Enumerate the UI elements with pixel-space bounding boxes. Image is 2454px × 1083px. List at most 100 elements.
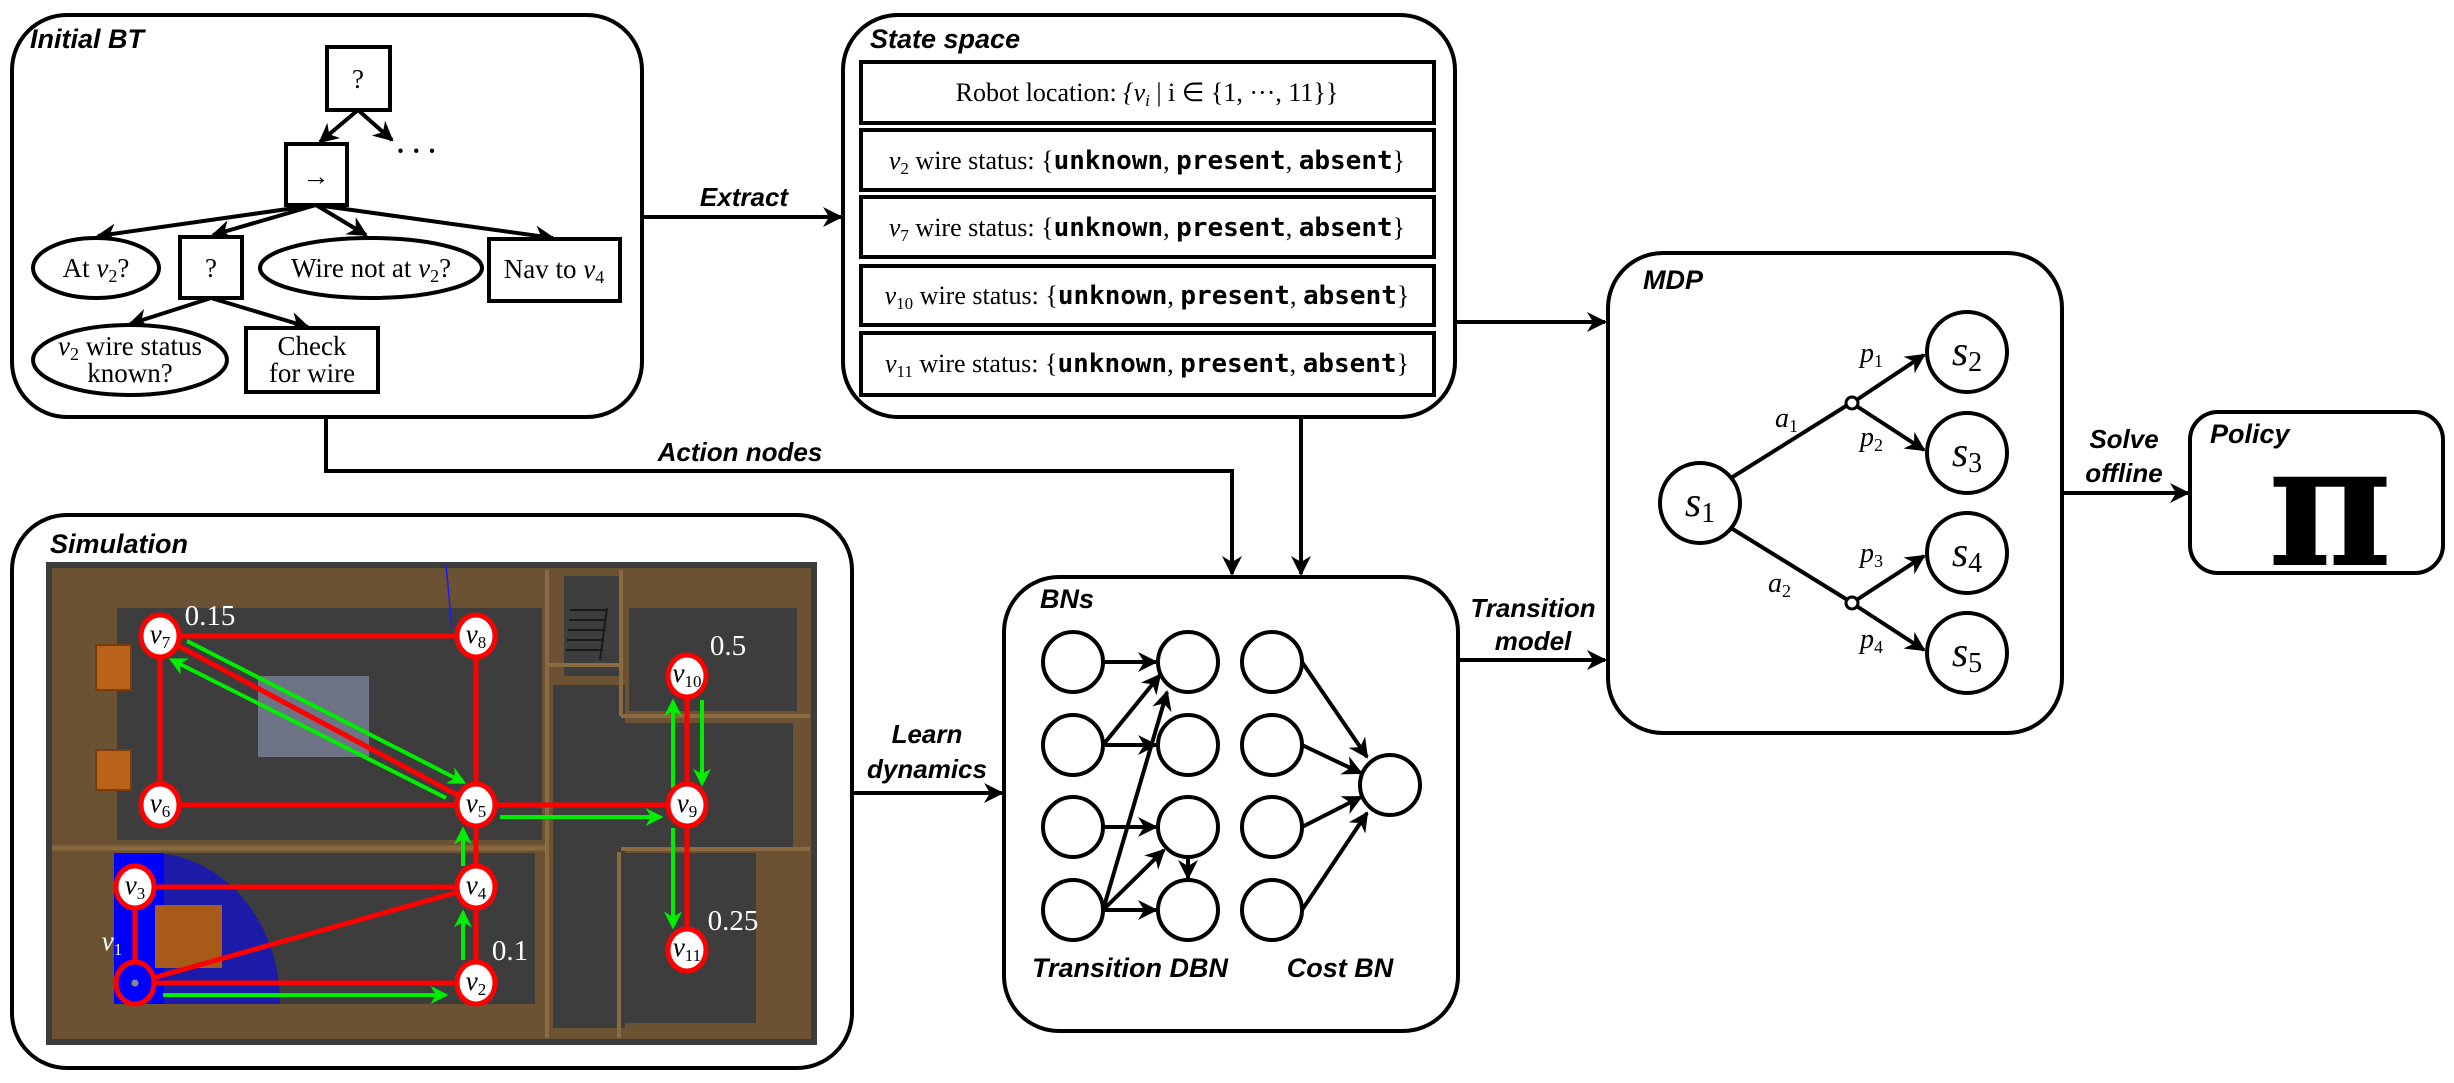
label-dynamics: dynamics [867, 754, 987, 784]
mdp-panel: MDP s1 s2 s3 s4 s5 a1 a2 p1 p2 p3 p4 [1606, 251, 2064, 735]
bt-condition-wire-not-at-v2 [258, 236, 484, 300]
svg-text:v2: v2 [466, 966, 486, 999]
bt-condition-at-v2-text: At v2? [63, 253, 130, 286]
prob-label-v2: 0.1 [492, 935, 528, 967]
bt-sequence-label: → [303, 161, 330, 191]
bt-action-check-line2: for wire [269, 358, 355, 388]
cost-bn-label: Cost BN [1287, 953, 1394, 983]
prob-label-v10: 0.5 [710, 630, 746, 662]
bt-fallback-label: ? [205, 253, 217, 283]
map-node-v8[interactable]: v8 [454, 612, 498, 660]
mdp-prob-edge-p2 [1856, 405, 1926, 452]
initial-bt-panel: Initial BT ? · · · → At v2? ? Wire not a… [10, 13, 644, 419]
bns-frame [1002, 575, 1460, 1033]
cost-bn-edge [1300, 811, 1369, 912]
state-row-v2-wire-text: v2 wire status: {unknown, present, absen… [889, 146, 1405, 178]
mdp-title: MDP [1643, 265, 1704, 295]
cost-bn-edge [1301, 743, 1363, 775]
dbn-edge [1101, 673, 1162, 747]
state-space-panel: State space Robot location: {vi | i ∈ {1… [841, 13, 1457, 419]
bt-action-check-line1: Check [278, 331, 347, 361]
mdp-prob-label-p4: p4 [1858, 624, 1883, 657]
bt-condition-status-known [31, 323, 229, 397]
state-space-title: State space [870, 24, 1020, 54]
mdp-state-s1: s1 [1658, 461, 1742, 545]
svg-text:s1: s1 [1685, 480, 1715, 529]
path-v5-v7 [168, 658, 447, 800]
initial-bt-title: Initial BT [30, 24, 147, 54]
mdp-state-s3: s3 [1925, 411, 2009, 495]
map-node-v1[interactable] [113, 959, 157, 1007]
policy-panel: Policy π [2188, 406, 2445, 606]
svg-text:v4: v4 [466, 870, 487, 903]
bt-edges [96, 108, 555, 332]
svg-text:s3: s3 [1952, 430, 1982, 479]
graph-green-path [163, 639, 711, 1004]
svg-text:v11: v11 [673, 932, 701, 965]
dbn-node [1156, 713, 1220, 777]
bt-edge-root-seq [318, 108, 360, 144]
bt-action-nav-text: Nav to v4 [504, 254, 604, 287]
map-node-v10[interactable]: v10 [665, 652, 709, 700]
svg-text:s5: s5 [1952, 630, 1982, 679]
policy-frame [2188, 410, 2445, 575]
bt-edge-seq-fallback [211, 203, 317, 240]
bt-condition-at-v2 [31, 236, 161, 300]
map-floor-corridor [553, 685, 625, 1028]
mdp-chance-node-a2 [1844, 595, 1860, 611]
state-row-v10-wire-text: v10 wire status: {unknown, present, abse… [885, 281, 1410, 313]
bt-edge-fb-known [128, 296, 212, 329]
map-node-v1-label: v1 [102, 926, 122, 959]
mdp-state-s4: s4 [1925, 511, 2009, 595]
transition-dbn [1041, 630, 1220, 942]
bt-root-label: ? [352, 64, 364, 94]
state-row-v10-wire [859, 264, 1436, 327]
mdp-prob-label-p3: p3 [1858, 538, 1883, 571]
mdp-action-edge-a2 [1729, 526, 1848, 601]
mdp-prob-edge-p1 [1856, 353, 1926, 401]
bns-title: BNs [1040, 584, 1094, 614]
arrow-action-nodes [324, 417, 1242, 576]
policy-title: Policy [2210, 419, 2292, 449]
bt-sequence-node [284, 142, 349, 207]
map-floor-hall-right [625, 723, 793, 848]
label-transition: Transition [1470, 593, 1595, 623]
svg-text:v7: v7 [150, 619, 171, 652]
mdp-prob-edge-p4 [1856, 605, 1926, 652]
map-node-v3[interactable]: v3 [113, 863, 157, 911]
mdp-chance-node-a1 [1844, 395, 1860, 411]
map-sensor-ray [445, 564, 453, 629]
cost-bn [1240, 630, 1422, 942]
flow-arrows: Extract Action nodes Learn dynamics Tran… [324, 182, 2190, 803]
map-shelf-top [95, 644, 132, 691]
mdp-state-s5: s5 [1925, 611, 2009, 695]
svg-text:v8: v8 [466, 619, 486, 652]
cost-bn-node [1240, 795, 1304, 859]
mdp-action-label-a2: a2 [1768, 568, 1791, 601]
bt-root-fallback-node [325, 45, 392, 112]
state-row-robot-location [859, 60, 1436, 125]
cost-bn-node [1240, 878, 1304, 942]
map-node-v2[interactable]: v2 [454, 959, 498, 1007]
map-node-v5[interactable]: v5 [454, 781, 498, 829]
map-floor-stairs [564, 576, 619, 676]
map-node-v11[interactable]: v11 [665, 926, 709, 974]
mdp-prob-edge-p3 [1856, 554, 1926, 601]
dbn-node [1156, 795, 1220, 859]
state-row-v11-wire-text: v11 wire status: {unknown, present, abse… [885, 349, 1409, 381]
state-robot-location-text: Robot location: {vi | i ∈ {1, ···, 11}} [956, 78, 1339, 110]
label-action-nodes: Action nodes [657, 437, 823, 467]
pi-symbol-icon: π [2268, 406, 2392, 606]
svg-text:v6: v6 [150, 788, 170, 821]
dbn-node [1041, 630, 1105, 694]
mdp-prob-label-p1: p1 [1858, 338, 1883, 371]
cost-bn-output-node [1358, 753, 1422, 817]
state-wire-rows: v2 wire status: {unknown, present, absen… [859, 128, 1436, 397]
map-node-v9[interactable]: v9 [665, 781, 709, 829]
state-row-v11-wire [859, 331, 1436, 397]
map-node-v7[interactable]: v7 [138, 612, 182, 660]
map-node-v6[interactable]: v6 [138, 781, 182, 829]
bt-condition-wire-text: Wire not at v2? [291, 253, 451, 286]
map-node-v4[interactable]: v4 [454, 863, 498, 911]
